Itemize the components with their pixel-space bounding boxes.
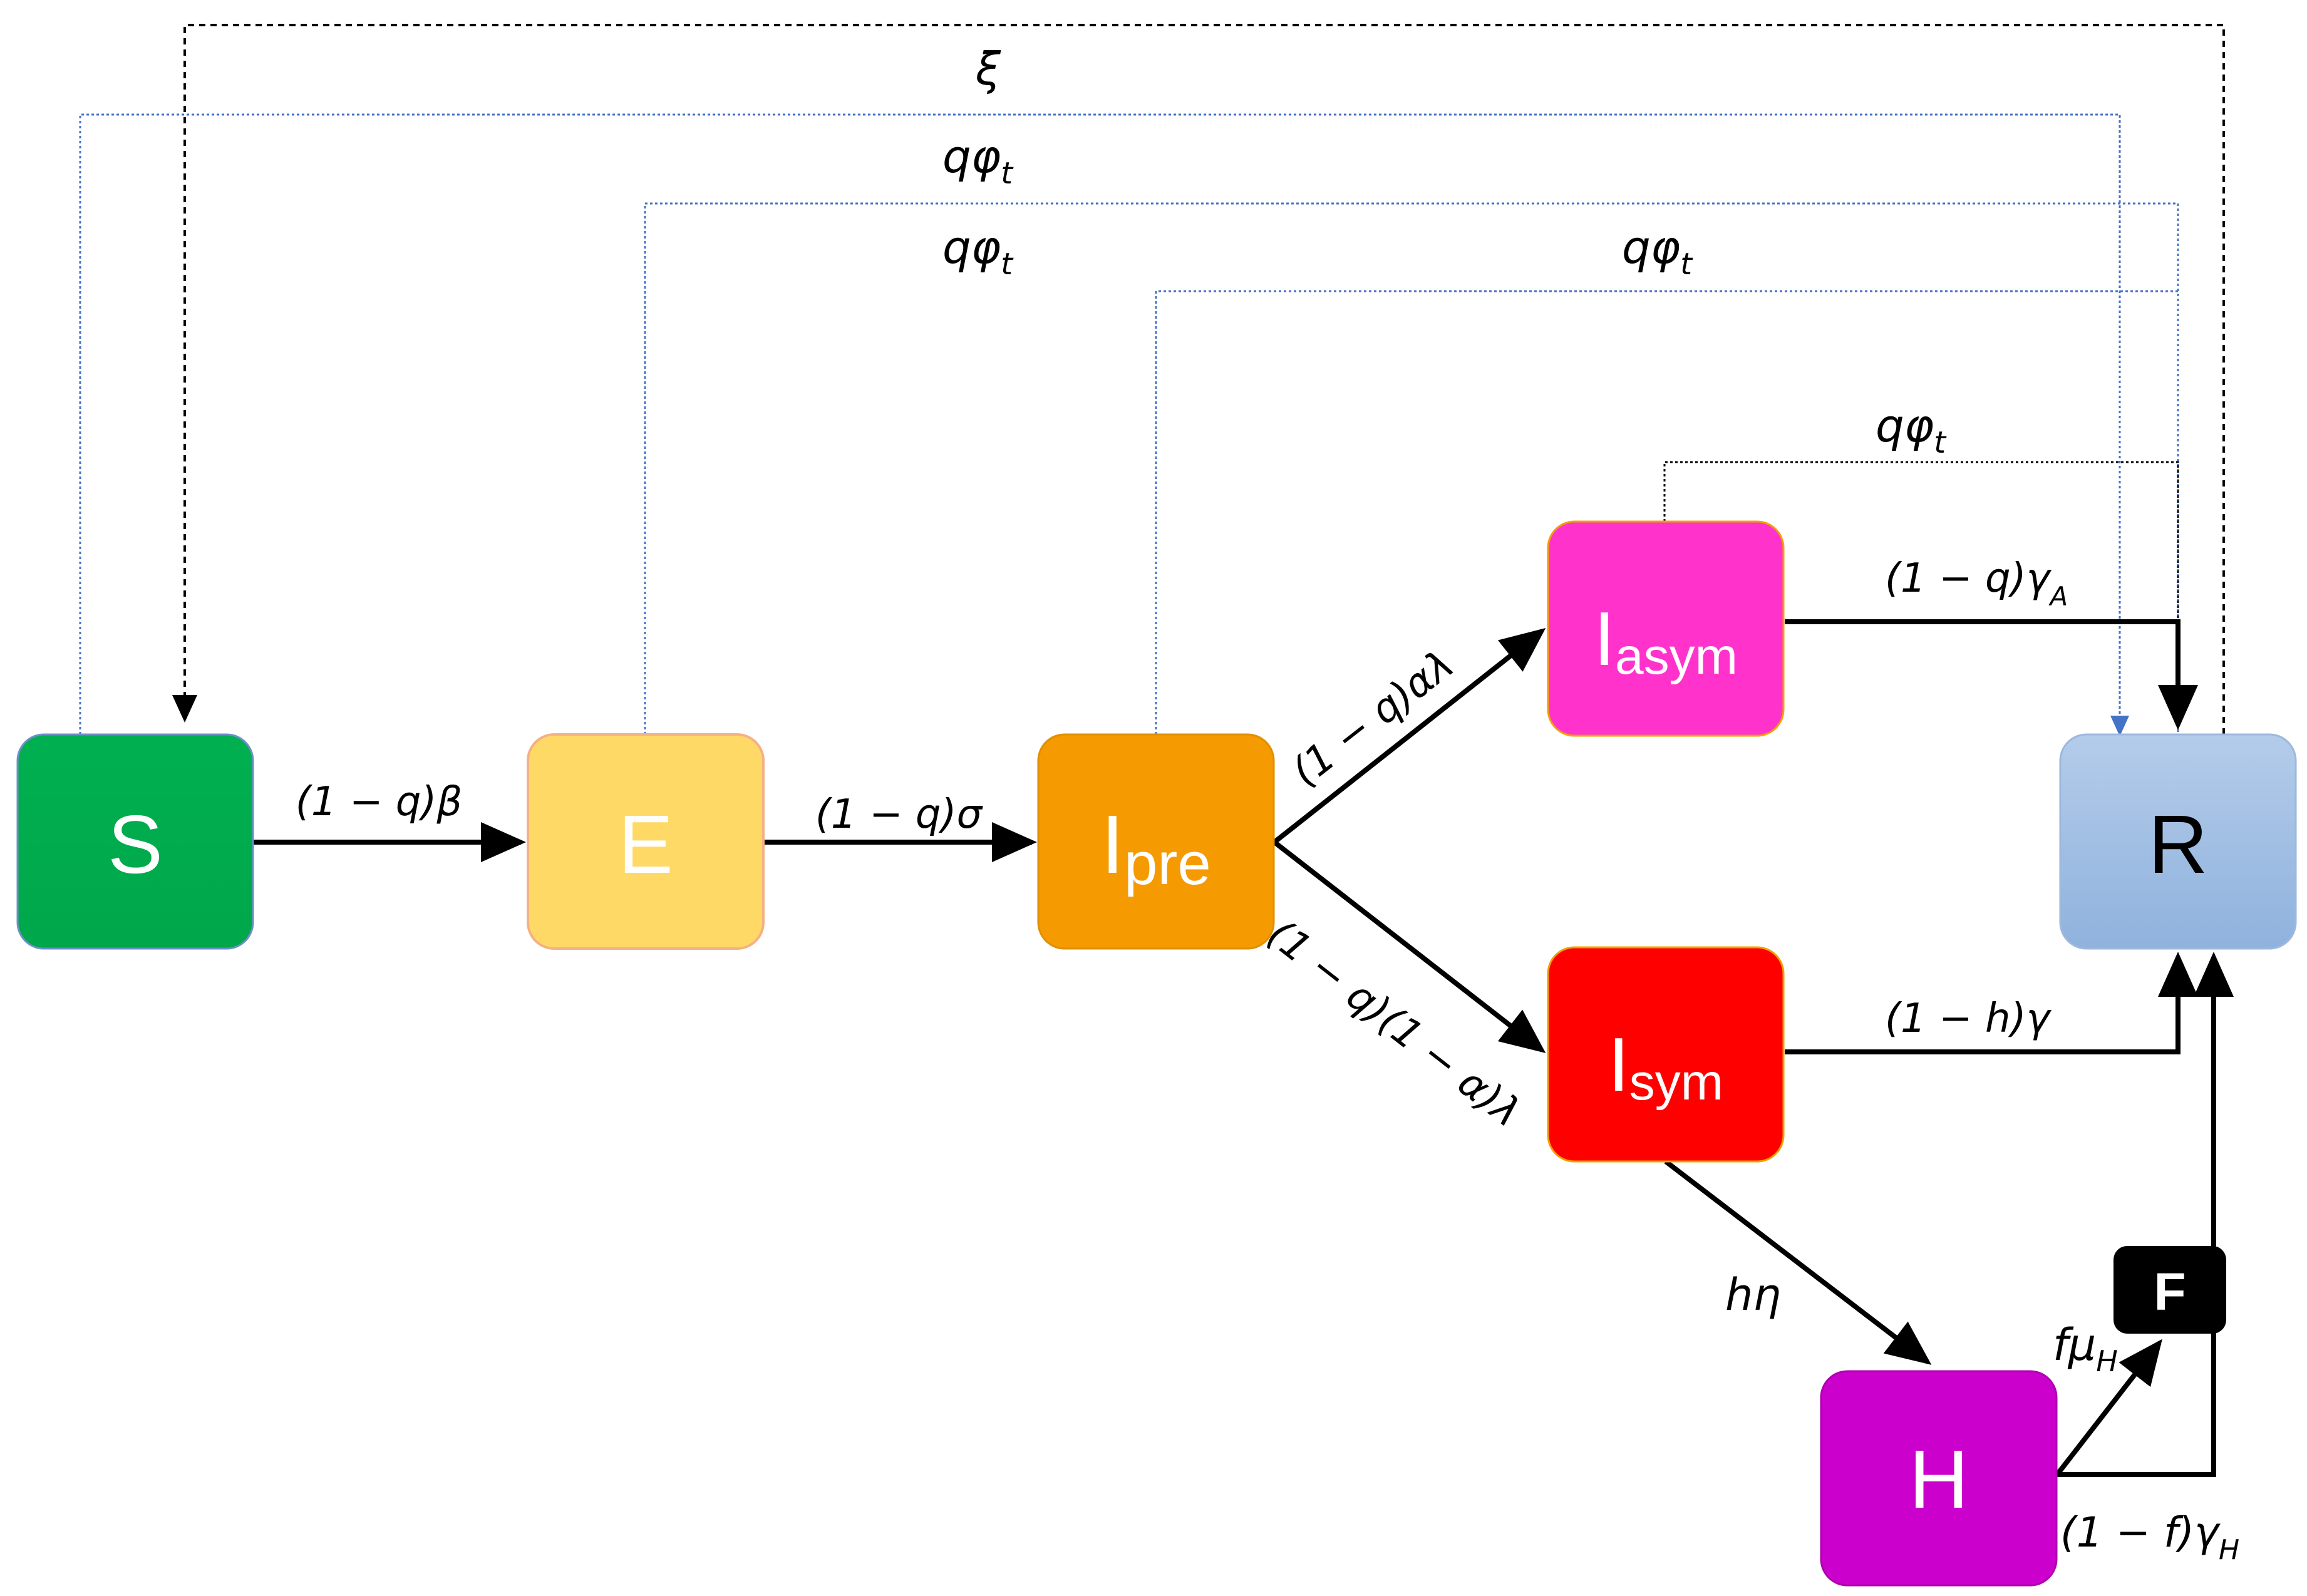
- s-to-r-quarantine-line: [79, 113, 2129, 736]
- e-to-r-quarantine-line: [644, 202, 2179, 734]
- ipre-to-iasym-arrow: [1272, 628, 1546, 845]
- svg-text:F: F: [2154, 1262, 2186, 1321]
- rate-iasym-to-r-quarantine: qφt: [1876, 399, 1947, 460]
- compartment-isym: Isym: [1547, 946, 1785, 1163]
- rate-xi: ξ: [975, 43, 1001, 95]
- rate-ipre-to-iasym: (1 − q)αλ: [1283, 641, 1462, 795]
- compartment-f: F: [2113, 1246, 2226, 1334]
- compartment-e: E: [527, 733, 765, 950]
- compartment-h: H: [1820, 1370, 2058, 1587]
- svg-text:H: H: [1909, 1433, 1968, 1525]
- svg-text:R: R: [2148, 798, 2207, 890]
- ipre-to-isym-arrow: [1272, 840, 1546, 1053]
- svg-text:E: E: [618, 798, 673, 890]
- compartment-ipre: Ipre: [1037, 733, 1275, 950]
- rate-e-to-r: qφt: [942, 221, 1014, 282]
- rate-iasym-to-r: (1 − q)γA: [1885, 555, 2068, 612]
- isym-to-h-arrow: [1664, 1159, 1932, 1365]
- rate-ipre-to-r-a: qφt: [1622, 221, 1693, 282]
- rate-isym-to-h: hη: [1725, 1269, 1781, 1321]
- compartment-r: R: [2059, 733, 2297, 950]
- iasym-to-r-arrow: [1785, 619, 2198, 730]
- iasym-to-r-quarantine-line: [1663, 461, 2179, 626]
- rate-h-to-r: (1 − f)γH: [2060, 1508, 2239, 1566]
- xi-feedback-line: [172, 24, 2225, 734]
- compartment-s: S: [16, 733, 254, 950]
- compartment-iasym: Iasym: [1547, 520, 1785, 737]
- svg-text:Ipre: Ipre: [1101, 798, 1210, 897]
- svg-text:Iasym: Iasym: [1594, 596, 1738, 685]
- rate-h-to-f: fμH: [2053, 1319, 2118, 1378]
- rate-e-to-ipre: (1 − q)σ: [815, 791, 984, 838]
- rate-isym-to-r: (1 − h)γ: [1885, 996, 2052, 1042]
- rate-ipre-to-isym: (1 − q)(1 − α)λ: [1259, 910, 1529, 1136]
- rate-s-to-r: qφt: [942, 130, 1014, 191]
- svg-text:S: S: [108, 798, 163, 890]
- rate-s-to-e: (1 − q)β: [296, 779, 462, 825]
- h-to-f-arrow: [2055, 1339, 2162, 1476]
- h-to-r-arrow: [2057, 952, 2234, 1477]
- svg-text:Isym: Isym: [1608, 1022, 1723, 1111]
- ipre-to-r-quarantine-line: [1155, 290, 2178, 734]
- isym-to-r-arrow: [1785, 952, 2198, 1054]
